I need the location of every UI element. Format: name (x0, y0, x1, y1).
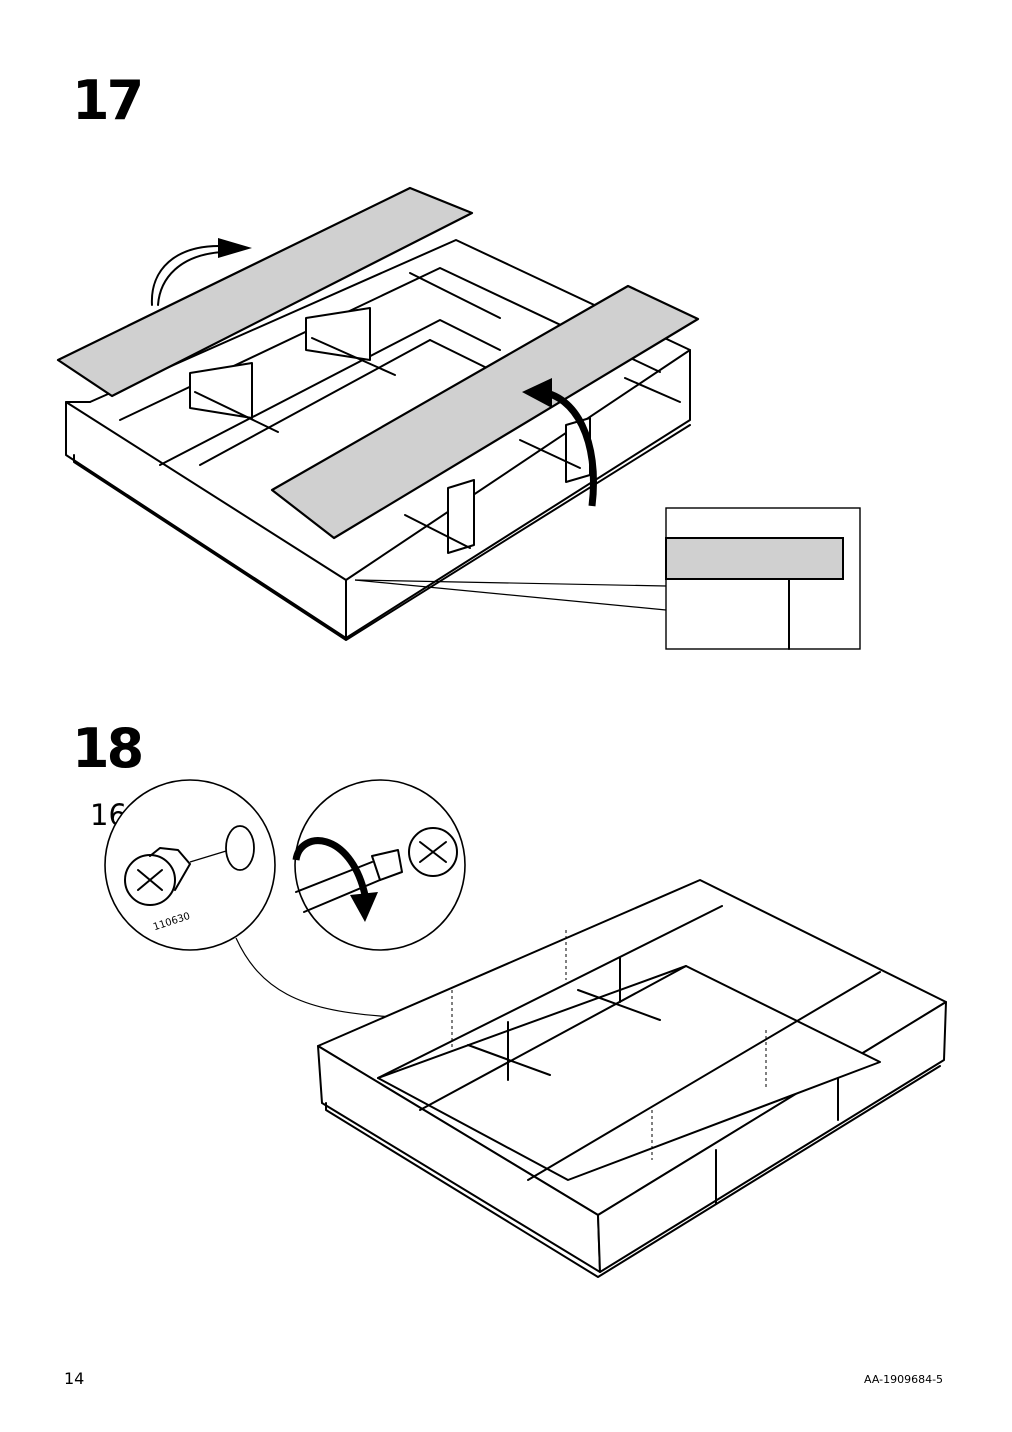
detail-inset (665, 507, 861, 650)
panel-left (56, 186, 474, 398)
cam-lock-detail: 110630 (104, 779, 276, 951)
turn-clockwise-arrow-icon (292, 837, 378, 922)
lift-arrow-icon (522, 378, 597, 507)
document-code: AA-1909684-5 (864, 1373, 944, 1386)
step-18-number: 18 (72, 717, 144, 780)
cam-lock-fitting-icon (124, 847, 191, 906)
cam-lock-fitting-icon (408, 827, 458, 877)
rotate-arrow-icon (150, 238, 252, 306)
panel-right (270, 284, 700, 540)
turn-detail (292, 779, 466, 951)
step-17-number: 17 (72, 69, 144, 132)
step-17-illustration (56, 186, 861, 650)
page-number: 14 (64, 1369, 85, 1388)
screwdriver-icon (295, 849, 403, 913)
assembled-bed-frame (317, 879, 947, 1278)
